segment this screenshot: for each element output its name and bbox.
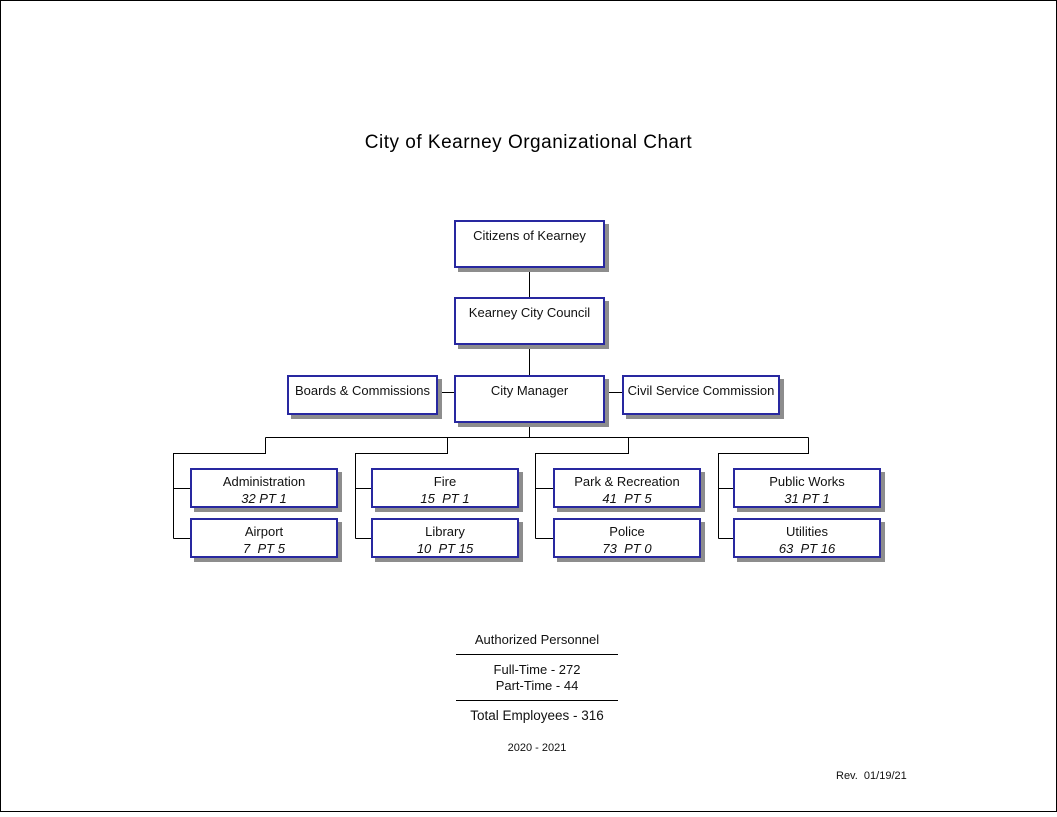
dept-name: Fire bbox=[433, 474, 457, 489]
node-city-manager: City Manager bbox=[454, 375, 605, 423]
dept-name: Utilities bbox=[786, 524, 828, 539]
summary-heading: Authorized Personnel bbox=[474, 632, 600, 647]
node-civil-service-commission: Civil Service Commission bbox=[622, 375, 780, 415]
revision-date: Rev. 01/19/21 bbox=[836, 770, 907, 782]
dept-staff-count: 41 PT 5 bbox=[602, 491, 652, 506]
node-citizens-label: Citizens of Kearney bbox=[473, 228, 586, 243]
dept-name: Public Works bbox=[769, 474, 845, 489]
summary-total: Total Employees - 316 bbox=[470, 708, 604, 723]
summary-divider bbox=[456, 654, 618, 655]
node-park-recreation: Park & Recreation 41 PT 5 bbox=[553, 468, 701, 508]
node-police: Police 73 PT 0 bbox=[553, 518, 701, 558]
node-library: Library 10 PT 15 bbox=[371, 518, 519, 558]
dept-staff-count: 15 PT 1 bbox=[420, 491, 470, 506]
summary-full-time: Full-Time - 272 bbox=[493, 662, 581, 677]
node-administration: Administration 32 PT 1 bbox=[190, 468, 338, 508]
dept-staff-count: 63 PT 16 bbox=[778, 541, 836, 556]
node-citizens: Citizens of Kearney bbox=[454, 220, 605, 268]
node-city-council-label: Kearney City Council bbox=[468, 305, 591, 320]
node-city-council: Kearney City Council bbox=[454, 297, 605, 345]
node-public-works: Public Works 31 PT 1 bbox=[733, 468, 881, 508]
page-title: City of Kearney Organizational Chart bbox=[364, 132, 693, 153]
node-city-manager-label: City Manager bbox=[490, 383, 569, 398]
dept-staff-count: 32 PT 1 bbox=[241, 491, 287, 506]
summary-part-time: Part-Time - 44 bbox=[495, 678, 579, 693]
node-civil-service-commission-label: Civil Service Commission bbox=[627, 383, 775, 398]
authorized-personnel-summary: Authorized Personnel Full-Time - 272 Par… bbox=[456, 632, 618, 756]
dept-name: Park & Recreation bbox=[574, 474, 680, 489]
node-boards-commissions-label: Boards & Commissions bbox=[294, 383, 431, 398]
dept-staff-count: 10 PT 15 bbox=[416, 541, 474, 556]
dept-name: Airport bbox=[244, 524, 284, 539]
dept-name: Administration bbox=[222, 474, 306, 489]
node-utilities: Utilities 63 PT 16 bbox=[733, 518, 881, 558]
node-fire: Fire 15 PT 1 bbox=[371, 468, 519, 508]
dept-staff-count: 7 PT 5 bbox=[243, 541, 285, 556]
dept-name: Police bbox=[609, 524, 645, 539]
node-airport: Airport 7 PT 5 bbox=[190, 518, 338, 558]
node-boards-commissions: Boards & Commissions bbox=[287, 375, 438, 415]
dept-name: Library bbox=[425, 524, 465, 539]
dept-staff-count: 73 PT 0 bbox=[602, 541, 652, 556]
summary-years: 2020 - 2021 bbox=[507, 742, 567, 754]
dept-staff-count: 31 PT 1 bbox=[784, 491, 830, 506]
summary-divider bbox=[456, 700, 618, 701]
